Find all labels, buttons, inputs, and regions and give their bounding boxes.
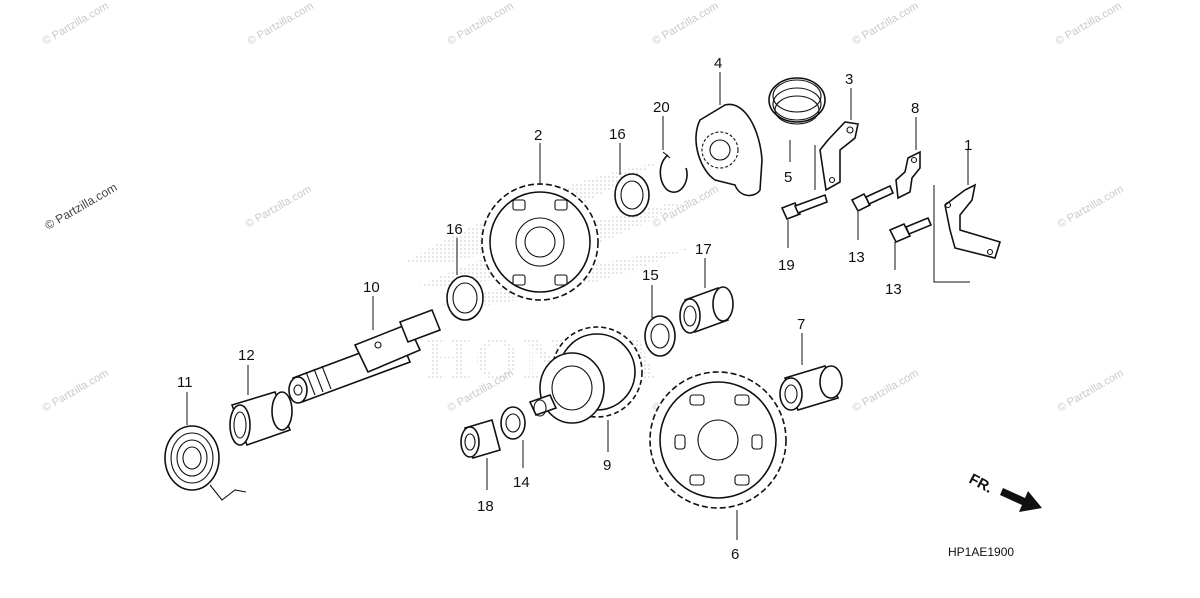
- watermark: © Partzilla.com: [244, 183, 314, 230]
- callout-16-upper[interactable]: 16: [609, 126, 626, 143]
- part-14-thrust-washer[interactable]: [500, 406, 526, 440]
- part-6-starter-driven-gear[interactable]: [649, 371, 787, 509]
- part-8-stopper-plate[interactable]: [895, 150, 921, 200]
- callout-1[interactable]: 1: [964, 137, 972, 154]
- part-1-bracket-leader: [933, 185, 970, 283]
- part-16-washer-lower[interactable]: [446, 275, 484, 321]
- callout-3[interactable]: 3: [845, 71, 853, 88]
- callout-12[interactable]: 12: [238, 347, 255, 364]
- part-9-idle-gear[interactable]: [528, 326, 643, 424]
- part-13-bolt-lower[interactable]: [888, 216, 933, 244]
- callout-20[interactable]: 20: [653, 99, 670, 116]
- callout-2[interactable]: 2: [534, 127, 542, 144]
- callout-13-lower[interactable]: 13: [885, 281, 902, 298]
- part-7-collar[interactable]: [779, 365, 843, 411]
- part-16-washer-upper[interactable]: [614, 173, 650, 217]
- callout-18[interactable]: 18: [477, 498, 494, 515]
- part-2-driven-gear[interactable]: [481, 183, 599, 301]
- callouts: 1 2 3 4 5 6 7 8 9 10 11 12 13 13 14 15 1…: [177, 55, 972, 563]
- part-12-collar[interactable]: [229, 391, 293, 447]
- watermark: © Partzilla.com: [1054, 0, 1124, 47]
- watermark-dark: © Partzilla.com: [43, 180, 120, 233]
- callout-5[interactable]: 5: [784, 169, 792, 186]
- part-1-guide-bracket[interactable]: [944, 183, 1002, 259]
- front-label: FR.: [966, 471, 995, 497]
- callout-15[interactable]: 15: [642, 267, 659, 284]
- callout-16-lower[interactable]: 16: [446, 221, 463, 238]
- watermark: © Partzilla.com: [41, 367, 111, 414]
- part-17-needle-bearing[interactable]: [679, 286, 734, 334]
- part-3-ratchet-guide[interactable]: [819, 121, 859, 192]
- part-13-bolt-upper[interactable]: [850, 184, 895, 213]
- part-5-ratchet-spring[interactable]: [768, 77, 826, 125]
- watermark: © Partzilla.com: [851, 0, 921, 47]
- diagram-code: HP1AE1900: [948, 545, 1014, 559]
- watermark: © Partzilla.com: [1056, 367, 1126, 414]
- callout-4[interactable]: 4: [714, 55, 722, 72]
- part-11-kick-spring[interactable]: [164, 425, 247, 501]
- callout-8[interactable]: 8: [911, 100, 919, 117]
- callout-9[interactable]: 9: [603, 457, 611, 474]
- watermark: © Partzilla.com: [446, 0, 516, 47]
- watermark: © Partzilla.com: [246, 0, 316, 47]
- watermark: © Partzilla.com: [1056, 183, 1126, 230]
- part-18-needle-bearing[interactable]: [460, 418, 501, 460]
- callout-7[interactable]: 7: [797, 316, 805, 333]
- watermark: © Partzilla.com: [851, 367, 921, 414]
- callout-13-upper[interactable]: 13: [848, 249, 865, 266]
- callout-14[interactable]: 14: [513, 474, 530, 491]
- part-19-bolt[interactable]: [780, 193, 828, 221]
- watermark: © Partzilla.com: [41, 0, 111, 47]
- front-arrow-icon: [1000, 488, 1042, 512]
- leader-lines: [186, 72, 969, 540]
- part-15-washer[interactable]: [644, 315, 676, 357]
- part-20-circlip[interactable]: [659, 151, 688, 193]
- callout-19[interactable]: 19: [778, 257, 795, 274]
- callout-17[interactable]: 17: [695, 241, 712, 258]
- part-4-ratchet[interactable]: [695, 103, 763, 197]
- watermark: © Partzilla.com: [651, 0, 721, 47]
- front-direction-indicator: FR.: [966, 471, 1042, 512]
- callout-11[interactable]: 11: [177, 374, 193, 391]
- part-10-kick-spindle[interactable]: [288, 308, 442, 404]
- callout-6[interactable]: 6: [731, 546, 739, 563]
- callout-10[interactable]: 10: [363, 279, 380, 296]
